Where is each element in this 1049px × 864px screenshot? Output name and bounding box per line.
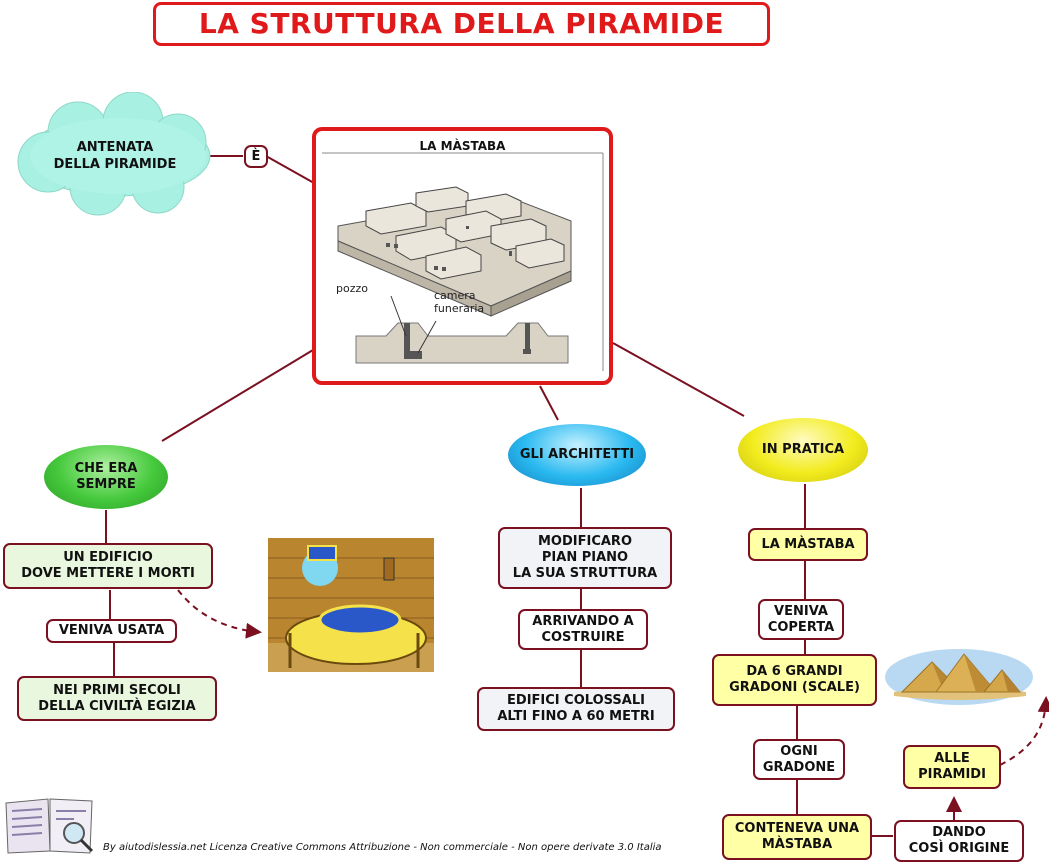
box-modificaro-line2: PIAN PIANO bbox=[541, 550, 629, 565]
cloud-line2: DELLA PIRAMIDE bbox=[53, 157, 177, 172]
box-modificaro: MODIFICARO PIAN PIANO LA SUA STRUTTURA bbox=[498, 527, 672, 589]
box-primi-secoli-line1: NEI PRIMI SECOLI bbox=[53, 682, 181, 698]
cloud-line1: ANTENATA bbox=[76, 140, 154, 155]
link-veniva-coperta-line2: COPERTA bbox=[767, 619, 835, 635]
box-conteneva-line1: CONTENEVA UNA bbox=[734, 821, 860, 836]
box-conteneva-line2: MÀSTABA bbox=[761, 837, 833, 852]
line-mastaba-middle bbox=[539, 385, 559, 421]
box-modificaro-line3: LA SUA STRUTTURA bbox=[512, 566, 658, 581]
cloud-text: ANTENATA DELLA PIRAMIDE bbox=[30, 139, 200, 173]
box-edificio-line1: UN EDIFICIO bbox=[63, 550, 153, 565]
link-dando-origine: DANDO COSÌ ORIGINE bbox=[894, 820, 1024, 862]
box-gradoni-line2: GRADONI (SCALE) bbox=[729, 680, 860, 695]
box-edifici-line1: EDIFICI COLOSSALI bbox=[507, 693, 645, 708]
oval-gli-architetti: GLI ARCHITETTI bbox=[508, 424, 646, 486]
link-veniva-usata: VENIVA USATA bbox=[46, 619, 177, 643]
mastaba-illustration bbox=[322, 152, 604, 371]
oval-left-line1: CHE ERA bbox=[74, 461, 138, 476]
box-alle-piramidi: ALLE PIRAMIDI bbox=[903, 745, 1001, 789]
box-modificaro-line1: MODIFICARO bbox=[538, 534, 632, 549]
line-mastaba-right bbox=[612, 342, 745, 417]
mastaba-title: LA MÀSTABA bbox=[419, 139, 506, 153]
book-logo bbox=[4, 795, 98, 857]
footer-license: By aiutodislessia.net Licenza Creative C… bbox=[103, 842, 662, 853]
box-gradoni: DA 6 GRANDI GRADONI (SCALE) bbox=[712, 654, 877, 706]
box-la-mastaba: LA MÀSTABA bbox=[748, 528, 868, 561]
link-veniva-coperta-line1: VENIVA bbox=[774, 603, 828, 619]
box-primi-secoli-line2: DELLA CIVILTÀ EGIZIA bbox=[38, 698, 196, 714]
box-edificio: UN EDIFICIO DOVE METTERE I MORTI bbox=[3, 543, 213, 589]
link-e: È bbox=[244, 145, 268, 168]
link-arrivando-line1: ARRIVANDO A bbox=[532, 613, 634, 629]
book-logo-icon bbox=[5, 798, 94, 854]
link-dando-line2: COSÌ ORIGINE bbox=[908, 841, 1010, 856]
line-e-mastaba bbox=[265, 155, 315, 184]
link-ogni-gradone-line2: GRADONE bbox=[762, 759, 836, 775]
line-mastaba-left bbox=[161, 349, 314, 442]
link-ogni-gradone: OGNI GRADONE bbox=[753, 739, 845, 780]
box-gradoni-line1: DA 6 GRANDI bbox=[746, 664, 843, 679]
oval-left-line2: SEMPRE bbox=[76, 477, 136, 492]
mastaba-card: LA MÀSTABA pozzo bbox=[312, 127, 613, 385]
pyramids-image bbox=[884, 648, 1034, 706]
link-dando-line1: DANDO bbox=[932, 825, 986, 840]
box-conteneva: CONTENEVA UNA MÀSTABA bbox=[722, 814, 872, 860]
link-veniva-coperta: VENIVA COPERTA bbox=[758, 599, 844, 640]
mummy-cartoon-icon bbox=[268, 545, 434, 672]
link-arrivando-line2: COSTRUIRE bbox=[541, 629, 625, 645]
box-edifici-line2: ALTI FINO A 60 METRI bbox=[497, 709, 655, 724]
box-piramidi-line1: ALLE bbox=[934, 751, 970, 766]
box-primi-secoli: NEI PRIMI SECOLI DELLA CIVILTÀ EGIZIA bbox=[17, 676, 217, 721]
link-ogni-gradone-line1: OGNI bbox=[780, 743, 818, 759]
oval-che-era-sempre: CHE ERA SEMPRE bbox=[44, 445, 168, 509]
sarcophagus-image bbox=[268, 538, 434, 672]
box-edifici-colossali: EDIFICI COLOSSALI ALTI FINO A 60 METRI bbox=[477, 687, 675, 731]
box-edificio-line2: DOVE METTERE I MORTI bbox=[21, 566, 195, 581]
page-title: LA STRUTTURA DELLA PIRAMIDE bbox=[153, 2, 770, 46]
box-piramidi-line2: PIRAMIDI bbox=[918, 767, 986, 782]
link-arrivando: ARRIVANDO A COSTRUIRE bbox=[518, 609, 648, 650]
dashed-arrow-to-pyramids bbox=[999, 696, 1049, 766]
label-pozzo: pozzo bbox=[336, 282, 368, 295]
pyramids-icon bbox=[885, 649, 1033, 705]
label-camera-line1: camera bbox=[434, 289, 476, 302]
cloud-node: ANTENATA DELLA PIRAMIDE bbox=[8, 92, 216, 220]
label-camera-line2: funeraria bbox=[434, 302, 485, 315]
cloud-shape-icon bbox=[17, 92, 211, 216]
oval-in-pratica: IN PRATICA bbox=[738, 418, 868, 482]
dashed-arrow-to-sarcophagus bbox=[177, 589, 262, 639]
label-camera: camera funeraria bbox=[434, 289, 484, 315]
